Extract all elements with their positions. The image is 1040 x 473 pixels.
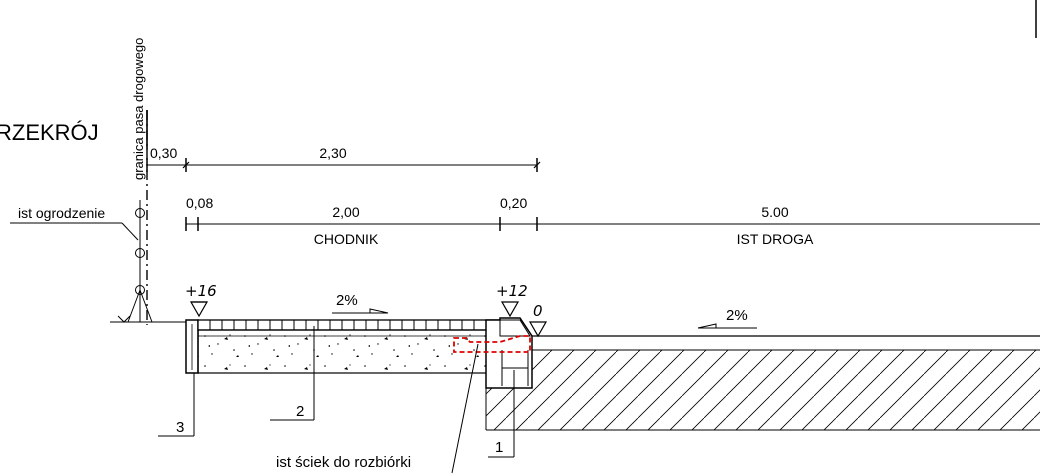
sidewalk-paving (197, 319, 501, 331)
dim-lower-4-sub: IST DROGA (737, 231, 814, 247)
dimension-row-top (146, 158, 541, 172)
dim-top-1: 0,30 (150, 145, 177, 161)
callout-3-leader (158, 373, 195, 437)
dim-lower-2: 2,00 (332, 204, 359, 220)
road-structure-hatch-left (486, 388, 532, 430)
slope-road: 2% (726, 307, 748, 324)
slope-arrow-road (697, 323, 757, 329)
demolition-label: ist ściek do rozbiórki (276, 454, 411, 471)
elevation-left: +16 (185, 282, 217, 300)
sidewalk-base (197, 329, 489, 374)
callout-3: 3 (176, 419, 184, 436)
demolition-leader (451, 343, 479, 473)
slope-arrow-sidewalk (332, 308, 389, 314)
slope-sidewalk: 2% (336, 292, 358, 309)
demolition-gutter (453, 335, 531, 353)
dim-lower-2-sub: CHODNIK (314, 231, 379, 247)
ground-mark (117, 315, 131, 323)
boundary-label: granica pasa drogowego (131, 38, 146, 180)
dim-lower-4: 5.00 (761, 204, 788, 220)
callout-2-leader (270, 326, 315, 421)
callout-1-leader (488, 370, 515, 458)
road-structure-hatch (532, 350, 1040, 430)
dimension-row-lower (185, 217, 1040, 231)
paving-joints (209, 320, 499, 330)
elevation-right: 0 (533, 302, 543, 320)
elevation-marker-mid (500, 301, 520, 318)
elevation-marker-right (528, 321, 548, 338)
fence-leader-tail (121, 222, 139, 241)
curb-left (185, 319, 199, 374)
elevation-marker-left (189, 301, 209, 318)
dim-lower-3: 0,20 (500, 195, 527, 211)
callout-1: 1 (495, 439, 503, 456)
dim-top-2: 2,30 (319, 145, 346, 161)
dim-lower-1: 0,08 (186, 195, 213, 211)
road-curb (485, 317, 533, 389)
fence-label: ist ogrodzenie (18, 205, 105, 221)
existing-fence (127, 200, 153, 323)
elevation-mid: +12 (496, 282, 528, 300)
callout-2: 2 (296, 403, 304, 420)
section-title: RZEKRÓJ (0, 120, 99, 145)
